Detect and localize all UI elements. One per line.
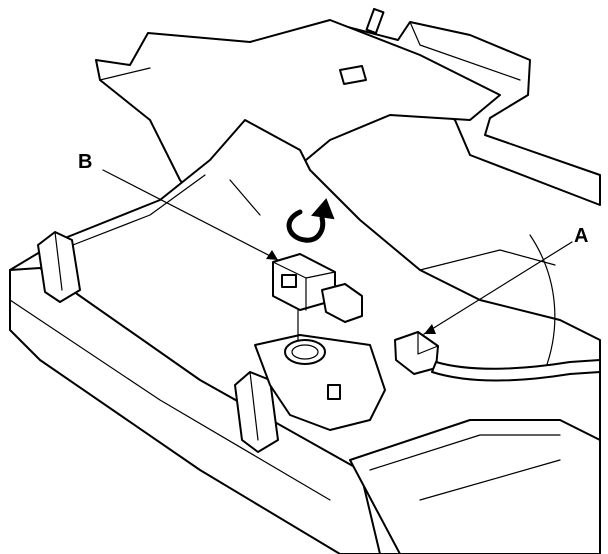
callout-label-a: A [574, 225, 588, 247]
callout-b: B [78, 151, 279, 261]
lower-tray [349, 419, 601, 554]
boss-slot [327, 384, 341, 400]
connector-a [394, 331, 601, 382]
leader-line-b [102, 169, 279, 261]
socket-boss [254, 334, 386, 431]
clip-middle [234, 371, 279, 453]
flap-tab [339, 65, 367, 85]
holder-window [281, 274, 297, 288]
bulb-holder-b [272, 253, 363, 341]
bulb-socket-hole [284, 339, 326, 365]
left-rail [9, 267, 381, 554]
clip-left [37, 231, 81, 303]
callout-a: A [423, 225, 588, 335]
callout-label-b: B [78, 151, 92, 173]
leader-line-a [423, 241, 573, 335]
twist-arrow-icon [286, 198, 335, 243]
holder-nose [321, 283, 363, 323]
wire-harness [431, 359, 601, 382]
mounting-pin [365, 7, 385, 35]
